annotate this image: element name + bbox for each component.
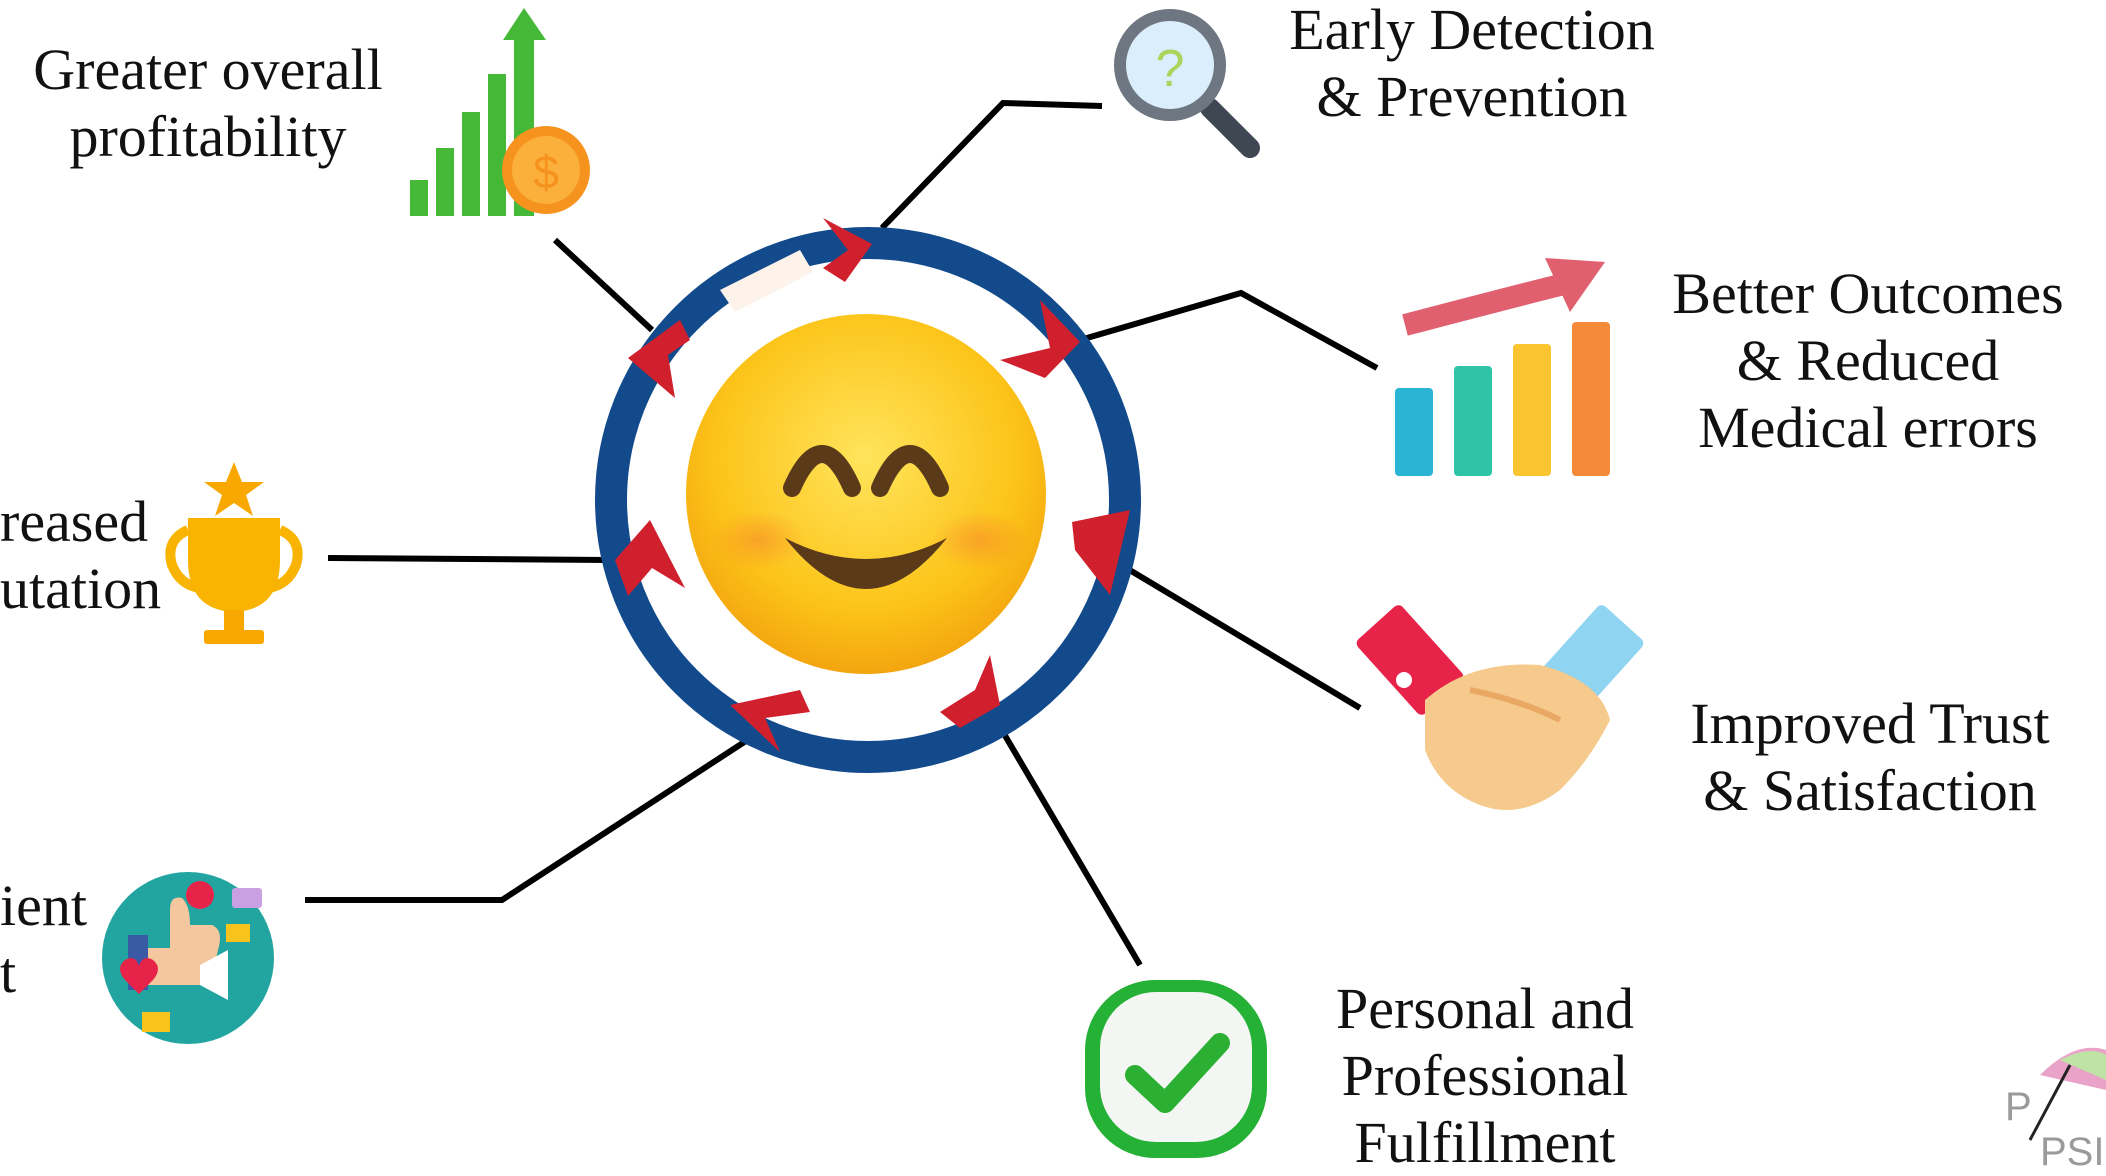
svg-text:?: ? xyxy=(1156,40,1185,98)
benefit-label-early-detection: Early Detection & Prevention xyxy=(1262,0,1682,130)
benefit-label-reputation: reased utation xyxy=(0,488,172,622)
connector-lines xyxy=(305,99,1379,967)
label-line: & Prevention xyxy=(1316,64,1628,129)
umbrella-logo-icon: P PSI xyxy=(2005,1047,2106,1170)
benefit-label-better-outcomes: Better Outcomes & Reduced Medical errors xyxy=(1648,260,2088,461)
label-line: Medical errors xyxy=(1698,395,2038,460)
bar-chart-dollar-icon: $ xyxy=(410,8,590,216)
cycle-arrow xyxy=(615,520,685,596)
benefit-label-profitability: Greater overall profitability xyxy=(8,36,408,170)
benefit-label-fulfillment: Personal and Professional Fulfillment xyxy=(1285,975,1685,1176)
logo-text-top: P xyxy=(2005,1085,2032,1129)
label-line: reased xyxy=(0,489,149,554)
handshake-icon xyxy=(1356,605,1644,810)
trophy-icon xyxy=(165,462,303,644)
label-line: & Reduced xyxy=(1736,328,2000,393)
logo-text-bottom: PSI xyxy=(2040,1130,2104,1170)
smiling-face-emoji-icon xyxy=(686,314,1046,674)
cycle-arrow xyxy=(1072,510,1130,595)
connector-trust xyxy=(1121,563,1362,711)
label-line: utation xyxy=(0,556,162,621)
cycle-arrow xyxy=(628,320,690,398)
cycle-ring xyxy=(595,218,1141,773)
benefit-label-trust: Improved Trust & Satisfaction xyxy=(1660,690,2080,824)
connector-patient xyxy=(305,734,754,903)
connector-reputation xyxy=(327,555,609,563)
benefit-label-patient: ient t xyxy=(0,872,110,1006)
label-line: Better Outcomes xyxy=(1672,261,2064,326)
label-line: t xyxy=(0,940,17,1005)
connector-better-outcomes xyxy=(1079,289,1379,371)
label-line: Fulfillment xyxy=(1354,1110,1616,1175)
label-line: profitability xyxy=(69,104,347,169)
label-line: Personal and xyxy=(1336,976,1634,1041)
label-line: Improved Trust xyxy=(1690,691,2050,756)
label-line: & Satisfaction xyxy=(1703,758,2037,823)
cycle-arrow xyxy=(730,690,810,752)
label-line: Early Detection xyxy=(1289,0,1655,62)
label-line: Greater overall xyxy=(33,37,383,102)
magnifier-question-icon: ? xyxy=(1114,9,1260,158)
connector-fulfillment xyxy=(997,725,1143,967)
label-line: Professional xyxy=(1341,1043,1629,1108)
checkmark-icon xyxy=(1085,980,1267,1158)
cycle-arrow xyxy=(823,218,872,282)
svg-text:$: $ xyxy=(533,146,559,198)
ring-highlight-segment xyxy=(720,250,813,312)
label-line: ient xyxy=(0,873,87,938)
connector-early-detection xyxy=(879,99,1103,231)
cycle-arrow xyxy=(940,655,1000,728)
cycle-arrow xyxy=(1000,300,1080,378)
cycle-arrows xyxy=(615,218,1130,752)
connector-profitability xyxy=(552,237,655,333)
growth-chart-icon xyxy=(1395,258,1610,476)
social-feedback-icon xyxy=(102,872,274,1044)
